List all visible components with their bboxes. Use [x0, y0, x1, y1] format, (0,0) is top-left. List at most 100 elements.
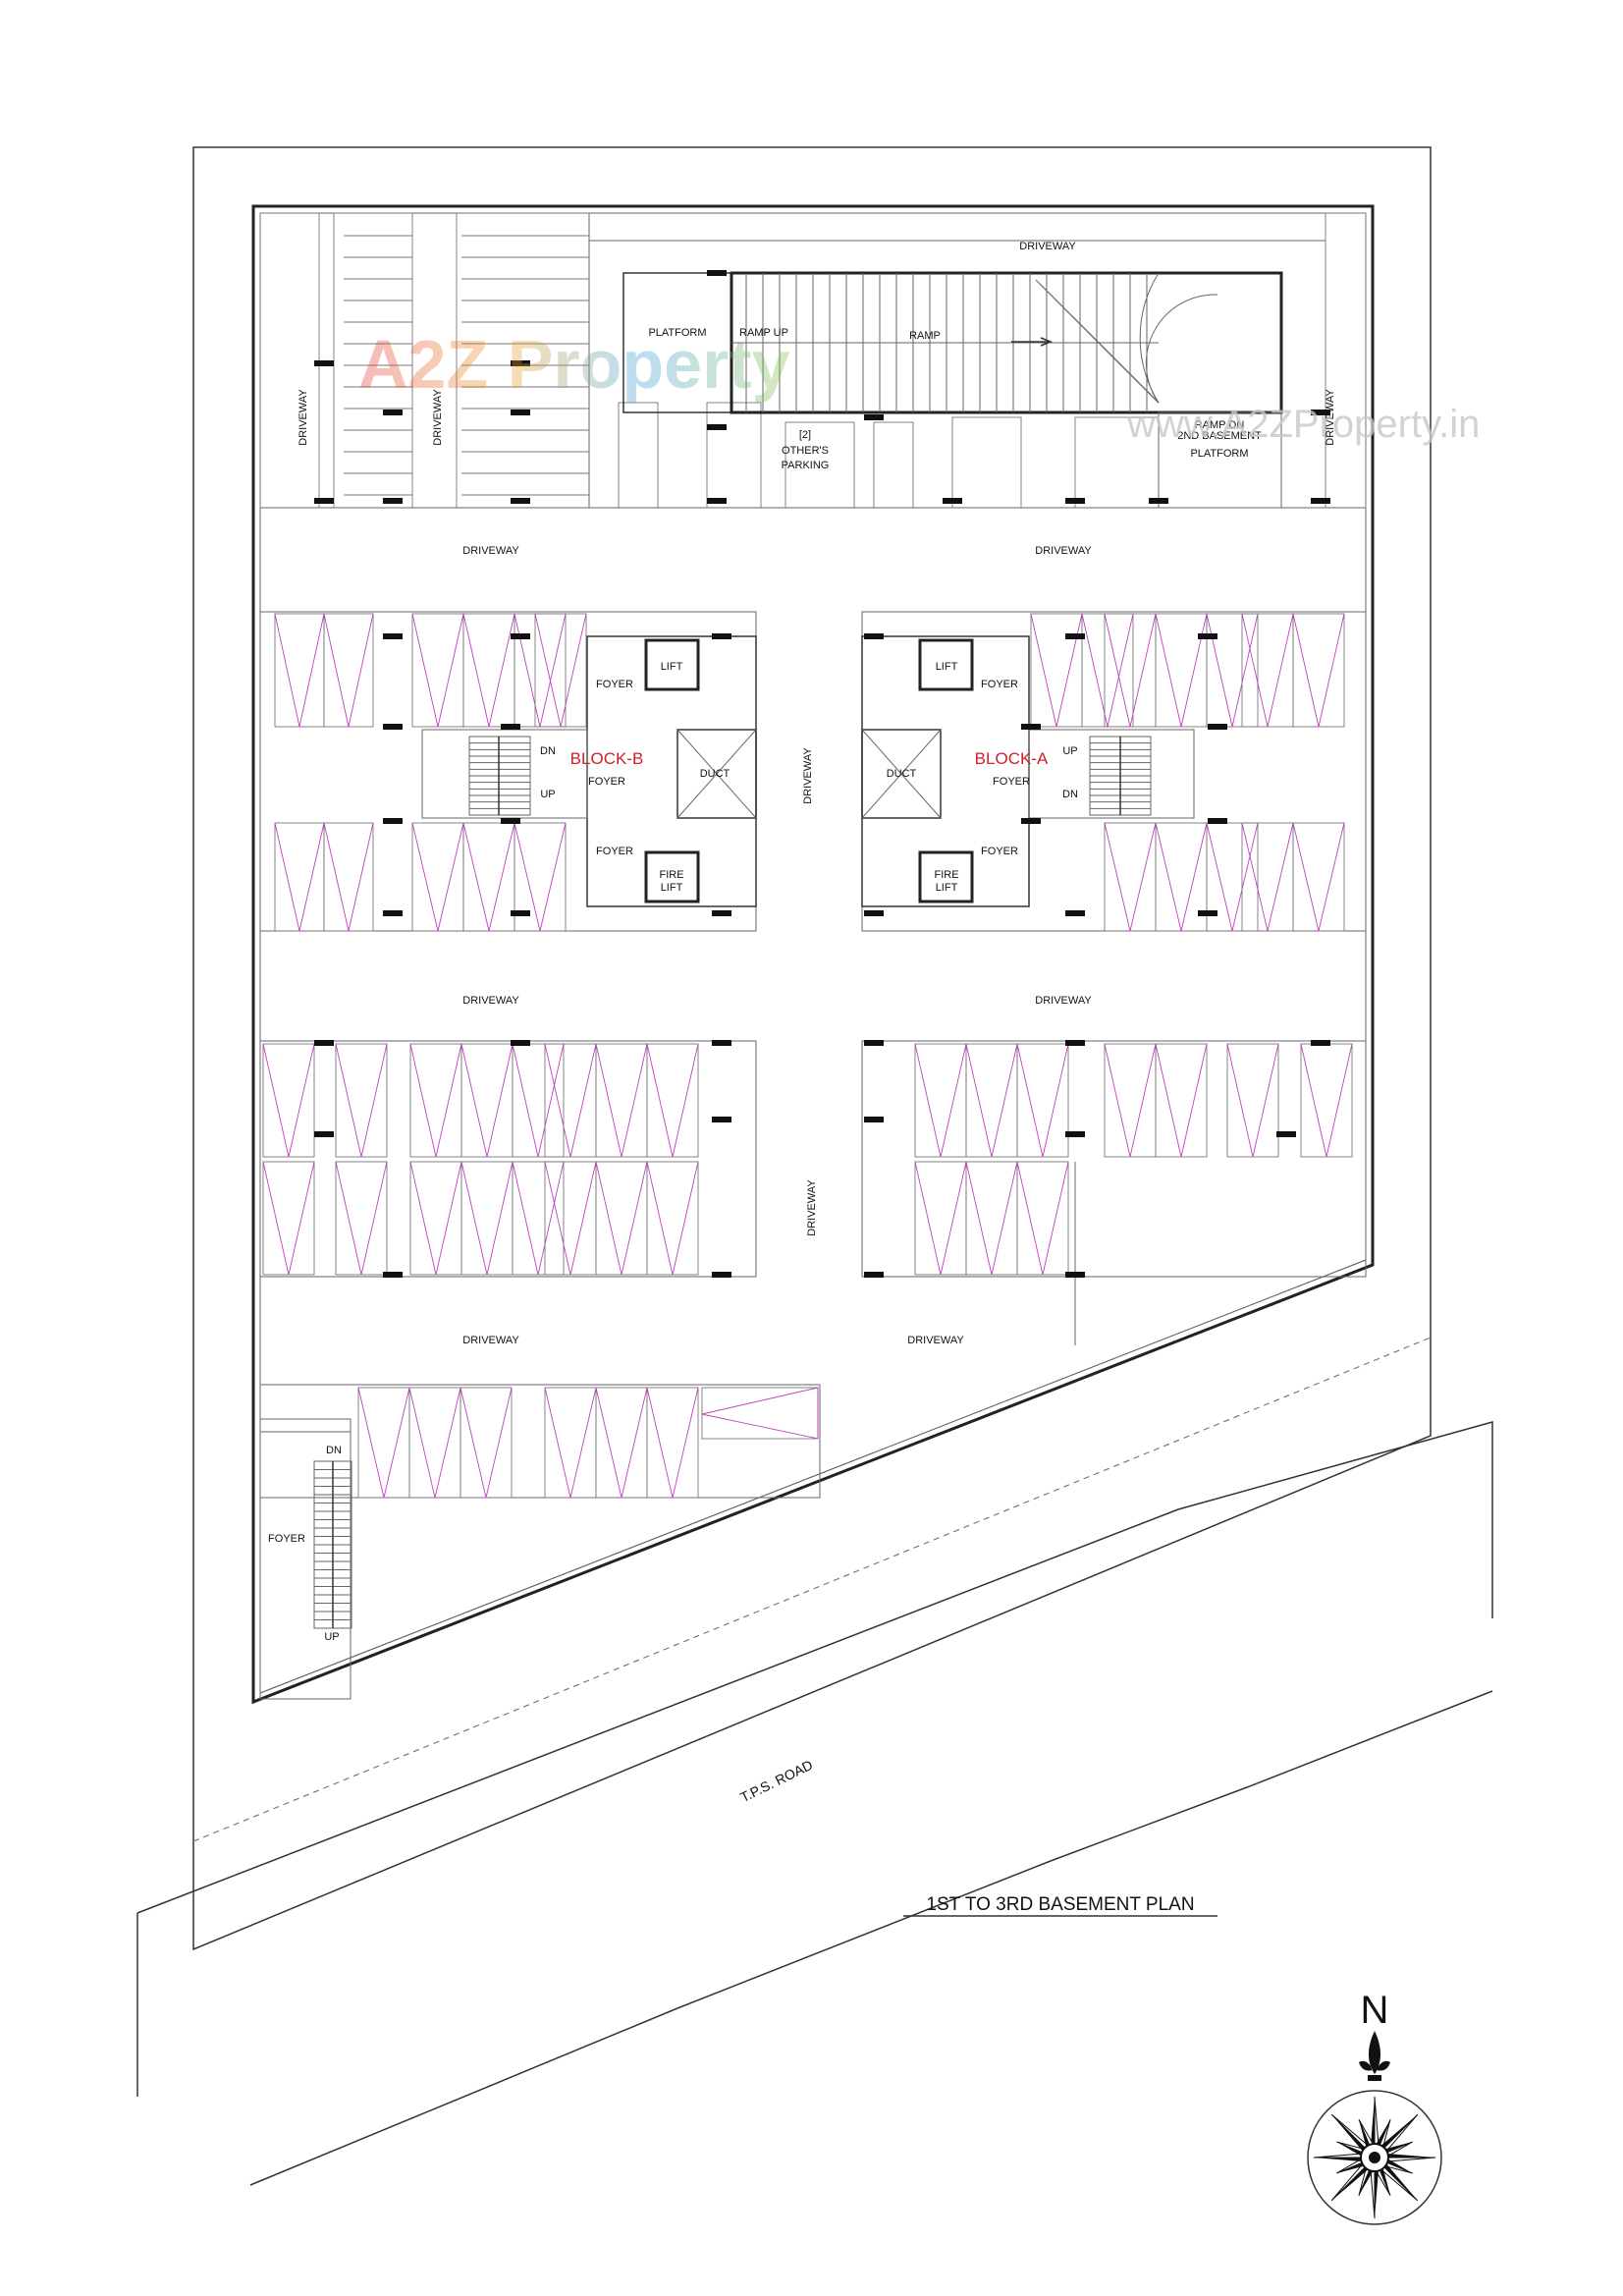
bottom-dn: DN — [326, 1445, 342, 1456]
parking-bay — [1206, 613, 1259, 728]
parking-bay — [460, 1387, 513, 1499]
parking-bay-marking — [512, 1161, 565, 1276]
column — [864, 633, 884, 639]
parking-bay-marking — [1016, 1043, 1069, 1158]
block-a-core — [861, 611, 1367, 932]
column — [943, 498, 962, 504]
parking-bay-marking — [1292, 613, 1345, 728]
parking-bay — [1030, 613, 1083, 728]
parking-bay — [1226, 1043, 1279, 1158]
column — [864, 910, 884, 916]
plan-title: 1ST TO 3RD BASEMENT PLAN — [926, 1894, 1194, 1915]
parking-bay-marking — [595, 1161, 648, 1276]
parking-bay-marking — [1206, 613, 1259, 728]
parking-bay — [965, 1161, 1018, 1276]
parking-bay — [646, 1161, 699, 1276]
block-a-fire-lift-2: LIFT — [936, 882, 958, 894]
parking-bay-marking — [1241, 822, 1294, 932]
parking-bay-marking — [357, 1387, 410, 1499]
parking-bay-marking — [411, 822, 464, 932]
column — [1198, 633, 1217, 639]
column — [314, 1131, 334, 1137]
driveway-label-left2-vertical: DRIVEWAY — [432, 389, 444, 446]
parking-bay — [1292, 613, 1345, 728]
column — [707, 498, 727, 504]
parking-bay — [357, 1387, 410, 1499]
ramp-label: RAMP — [909, 330, 941, 342]
parking-bay-marking — [1155, 1043, 1208, 1158]
parking-bay-marking — [460, 1387, 513, 1499]
parking-bay-marking — [544, 1161, 597, 1276]
column — [314, 360, 334, 366]
driveway-label-center-vertical: DRIVEWAY — [802, 747, 814, 804]
bottom-up: UP — [324, 1631, 339, 1643]
parking-bay-marking — [323, 613, 374, 728]
road — [136, 1337, 1493, 2186]
column — [511, 360, 530, 366]
parking-bay — [323, 822, 374, 932]
column — [1208, 724, 1227, 730]
column — [712, 1117, 731, 1122]
parking-bay — [512, 1161, 565, 1276]
driveway-label-lower-right: DRIVEWAY — [1035, 995, 1092, 1007]
parking-bay-marking — [274, 613, 325, 728]
watermark-url: www.A2ZProperty.in — [1126, 403, 1480, 446]
column — [383, 633, 403, 639]
column — [712, 1040, 731, 1046]
block-a-dn: DN — [1062, 789, 1078, 800]
others-parking-line1: OTHER'S — [782, 445, 829, 457]
ramp-dn-line2: 2ND BASEMENT — [1177, 430, 1262, 442]
parking-bay-marking — [460, 1043, 514, 1158]
parking-bay-marking — [544, 1387, 597, 1499]
parking-bay-marking — [512, 1043, 565, 1158]
parking-bay — [544, 1161, 597, 1276]
parking-bay — [1155, 1043, 1208, 1158]
parking-bay — [1104, 613, 1157, 728]
parking-bay — [914, 1043, 967, 1158]
parking-bay — [1155, 613, 1208, 728]
column — [1065, 1040, 1085, 1046]
block-b-foyer-bottom: FOYER — [596, 846, 633, 857]
block-b-foyer-top: FOYER — [596, 679, 633, 690]
parking-bay — [462, 613, 515, 728]
parking-bay — [409, 1043, 462, 1158]
others-parking-count: [2] — [799, 429, 811, 441]
column — [864, 1117, 884, 1122]
column — [707, 424, 727, 430]
column — [1065, 633, 1085, 639]
north-label: N — [1361, 1989, 1389, 2032]
parking-bay — [462, 822, 515, 932]
bottom-left-stair — [259, 1418, 352, 1700]
road-label: T.P.S. ROAD — [737, 1757, 815, 1805]
column — [383, 1272, 403, 1278]
column — [314, 498, 334, 504]
column — [864, 1272, 884, 1278]
column — [1021, 818, 1041, 824]
column — [1311, 498, 1330, 504]
driveway-label-mid-right: DRIVEWAY — [1035, 545, 1092, 557]
parking-bay — [595, 1387, 648, 1499]
parking-bay — [646, 1043, 699, 1158]
parking-bay — [1292, 822, 1345, 932]
parking-bay — [1081, 613, 1134, 728]
ramp-area — [622, 271, 1283, 509]
driveway-label-right-vertical: DRIVEWAY — [1325, 389, 1336, 446]
parking-bay-marking — [335, 1161, 388, 1276]
block-a-foyer-mid: FOYER — [993, 776, 1030, 788]
column — [1311, 410, 1330, 415]
block-a-label: BLOCK-A — [975, 749, 1049, 768]
block-b-up: UP — [540, 789, 555, 800]
driveway-label-bottom-right: DRIVEWAY — [907, 1335, 964, 1346]
parking-bay-marking — [1104, 613, 1157, 728]
column — [383, 724, 403, 730]
block-b-label: BLOCK-B — [570, 749, 644, 768]
block-a-up: UP — [1062, 745, 1077, 757]
parking-bay-marking — [646, 1161, 699, 1276]
column — [501, 724, 520, 730]
column — [864, 414, 884, 420]
parking-bay-marking — [1155, 822, 1208, 932]
driveway-label-bottom-left: DRIVEWAY — [462, 1335, 519, 1346]
parking-bay — [274, 822, 325, 932]
parking-bay-marking — [534, 613, 587, 728]
column — [1149, 498, 1168, 504]
